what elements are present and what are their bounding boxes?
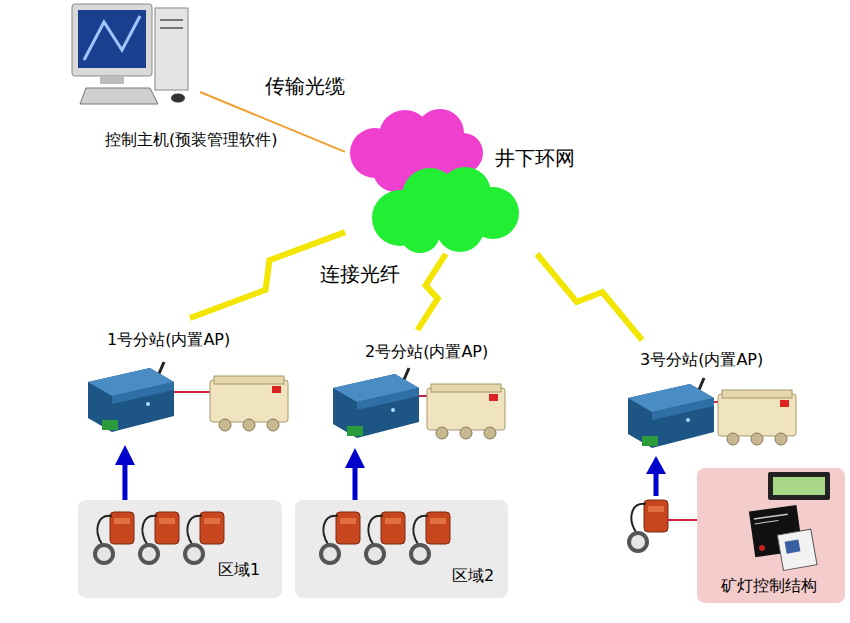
lcd-screen: [773, 477, 825, 495]
free-label-holder: 连接光纤: [318, 262, 402, 286]
lamp-control-box: 矿灯控制结构: [697, 468, 845, 603]
cloud-puff: [436, 204, 484, 252]
uplink-arrow: [353, 458, 358, 500]
board-module: [785, 539, 801, 553]
substation: 2号分站(内置AP): [330, 330, 505, 448]
station-3-lamp: [627, 456, 697, 553]
region-1-lamps: [93, 512, 224, 565]
blue-arrow-shaft: [654, 472, 659, 496]
substation-2-devices: [333, 368, 505, 439]
red-cable: [419, 395, 427, 397]
region-box: 区域2: [295, 500, 508, 598]
node-label: 矿灯控制结构: [721, 576, 817, 596]
node-label: 区域2: [452, 566, 494, 586]
mouse: [171, 94, 185, 103]
edge-label-holder: 传输光缆: [263, 74, 347, 98]
green-cloud: [372, 167, 519, 253]
miner-lamp: [138, 512, 179, 565]
miner-lamp: [319, 512, 360, 565]
cloud-puff: [400, 213, 440, 253]
red-cable: [174, 391, 210, 393]
substation-1-devices: [88, 362, 288, 432]
chip-logo: [759, 545, 766, 552]
node-label: 区域1: [218, 560, 260, 580]
chip-marking: [755, 521, 779, 524]
drive-slot: [160, 19, 183, 21]
region-box: 区域1: [78, 500, 282, 598]
drive-slot: [160, 27, 183, 29]
lcd-frame: [768, 472, 830, 500]
explosion-proof-box: [210, 376, 288, 431]
computer-node: 控制主机(预装管理软件): [70, 0, 200, 110]
chip-body: [749, 505, 803, 557]
miner-lamp: [93, 512, 134, 565]
network-cloud: 井下环网: [345, 108, 585, 254]
chip-marking: [754, 514, 788, 519]
red-cable: [714, 401, 718, 403]
explosion-proof-box: [427, 384, 505, 439]
rf-board: [777, 529, 817, 570]
miner-lamp: [627, 500, 668, 553]
region-2-lamps: [319, 512, 450, 565]
node-label: 2号分站(内置AP): [365, 342, 488, 362]
wireless-bolt: [418, 254, 446, 330]
node-label: 1号分站(内置AP): [107, 330, 230, 350]
fiber-label: 连接光纤: [318, 262, 402, 286]
miner-lamp: [364, 512, 405, 565]
substation: 1号分站(内置AP): [85, 318, 295, 445]
cloud-shape: [345, 108, 585, 254]
uplink-arrow: [122, 455, 127, 500]
computer-illustration: [72, 4, 188, 104]
screen-graphic: [84, 16, 140, 60]
board-body: [777, 529, 817, 570]
keyboard: [80, 88, 158, 104]
miner-lamp: [183, 512, 224, 565]
node-label: 控制主机(预装管理软件): [105, 130, 277, 150]
node-label: 3号分站(内置AP): [640, 350, 763, 370]
pc-tower: [155, 8, 188, 90]
miner-lamp: [409, 512, 450, 565]
ap-router: [628, 378, 714, 448]
substation: 3号分站(内置AP): [625, 340, 795, 455]
red-cable: [668, 519, 697, 521]
explosion-proof-box: [718, 390, 796, 445]
substation-3-devices: [628, 378, 796, 448]
lamp-control-hardware: [749, 472, 830, 570]
monitor-stand: [100, 76, 124, 84]
mcu-chip: [749, 505, 803, 557]
blue-arrow-head: [646, 456, 666, 474]
ap-router: [88, 362, 174, 432]
ap-router: [333, 368, 419, 438]
wireless-bolt: [537, 254, 642, 340]
node-label: 井下环网: [495, 146, 575, 171]
cable-label: 传输光缆: [263, 74, 347, 98]
screen: [78, 10, 146, 68]
monitor: [72, 4, 152, 76]
